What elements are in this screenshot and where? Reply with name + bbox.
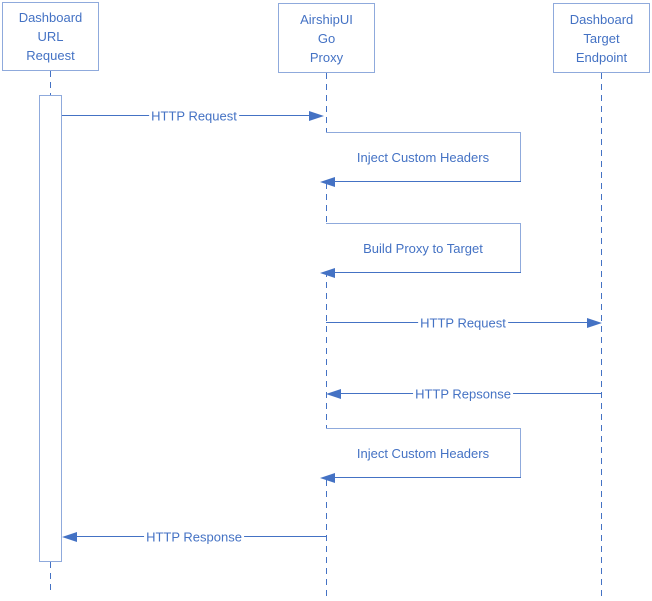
- actor-label-line: Go: [317, 30, 336, 46]
- lifeline-dashboard-url-request-top: [50, 71, 52, 96]
- actor-label-line: AirshipUI: [300, 11, 353, 27]
- self-message-build-proxy-to-target: Build Proxy to Target: [326, 223, 521, 272]
- arrowhead-right-icon: [309, 111, 324, 121]
- arrowhead-right-icon: [587, 318, 602, 328]
- message-label-http-response: HTTP Response: [144, 529, 244, 545]
- actor-label-line: Dashboard: [18, 10, 83, 25]
- actor-label-line: URL: [37, 29, 64, 44]
- self-message-label: Inject Custom Headers: [356, 445, 490, 461]
- arrowhead-left-icon: [320, 473, 335, 483]
- self-message-label: Inject Custom Headers: [356, 149, 490, 165]
- actor-dashboard-target-endpoint: Dashboard Target Endpoint: [553, 3, 650, 73]
- self-message-inject-custom-headers-1: Inject Custom Headers: [326, 132, 521, 181]
- actor-label-line: Target: [583, 30, 620, 46]
- lifeline-dashboard-target-endpoint: [601, 73, 603, 601]
- message-label-http-request-1: HTTP Request: [149, 108, 239, 124]
- arrowhead-left-icon: [326, 389, 341, 399]
- self-return-line-3: [334, 477, 521, 478]
- activation-bar: [39, 95, 62, 562]
- lifeline-airshipui-go-proxy: [326, 73, 328, 601]
- self-return-line-2: [334, 272, 521, 273]
- actor-airshipui-go-proxy: AirshipUI Go Proxy: [278, 3, 375, 73]
- actor-label-line: Dashboard: [569, 11, 634, 27]
- self-message-inject-custom-headers-2: Inject Custom Headers: [326, 428, 521, 477]
- actor-label-line: Endpoint: [575, 49, 628, 65]
- arrowhead-left-icon: [320, 268, 335, 278]
- message-label-http-repsonse: HTTP Repsonse: [413, 386, 513, 402]
- self-return-line-1: [334, 181, 521, 182]
- actor-label-line: Request: [26, 48, 75, 63]
- self-message-label: Build Proxy to Target: [363, 240, 483, 256]
- lifeline-dashboard-url-request-bottom: [50, 562, 52, 592]
- message-label-http-request-2: HTTP Request: [418, 315, 508, 331]
- actor-dashboard-url-request: Dashboard URL Request: [2, 2, 99, 71]
- arrowhead-left-icon: [62, 532, 77, 542]
- actor-label-line: Proxy: [309, 49, 344, 65]
- arrowhead-left-icon: [320, 177, 335, 187]
